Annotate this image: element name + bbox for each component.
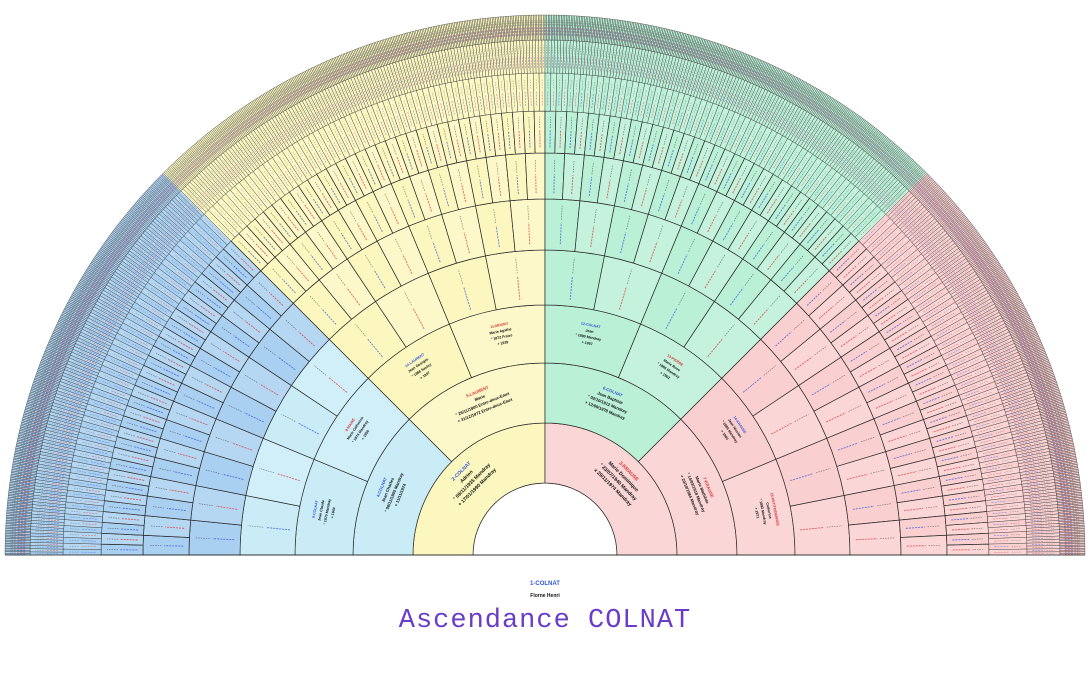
ancestor-sector bbox=[1026, 548, 1061, 553]
ancestor-sector bbox=[541, 39, 546, 74]
ancestor-sector bbox=[1026, 551, 1061, 556]
ancestor-sector bbox=[485, 249, 546, 311]
root-given-name: Florne Henri bbox=[530, 593, 560, 599]
fan-sectors bbox=[4, 14, 1086, 556]
ancestor-sector bbox=[29, 551, 64, 556]
ancestor-sector bbox=[544, 39, 549, 74]
ancestor-sector bbox=[535, 39, 540, 74]
root-label: 1-COLNAT Florne Henri bbox=[530, 581, 560, 599]
ancestor-sector bbox=[848, 519, 902, 556]
ancestor-sector bbox=[188, 519, 242, 556]
ancestor-sector bbox=[789, 495, 851, 556]
ancestor-sector bbox=[509, 198, 546, 252]
ancestor-sector bbox=[544, 198, 581, 252]
ancestor-sector bbox=[544, 152, 566, 200]
ancestor-sector bbox=[1026, 545, 1061, 550]
ancestor-sector bbox=[524, 152, 546, 200]
ancestor-sector bbox=[142, 534, 190, 556]
ancestor-sector bbox=[900, 534, 948, 556]
ancestor-sector bbox=[538, 39, 543, 74]
root-number-name: 1-COLNAT bbox=[530, 581, 560, 587]
